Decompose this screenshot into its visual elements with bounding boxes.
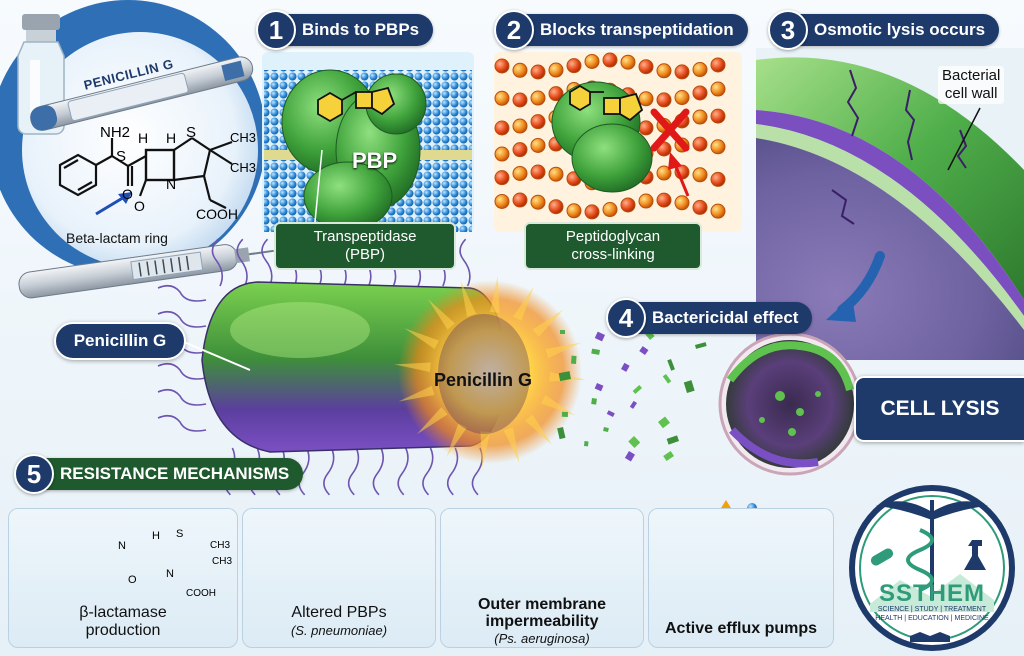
step-4-title: Bactericidal effect bbox=[630, 302, 813, 334]
atom-n: N bbox=[166, 176, 177, 192]
res1-line2: production bbox=[85, 622, 161, 639]
cell-lysis-label: CELL LYSIS bbox=[854, 376, 1024, 442]
penicillin-g-label: Penicillin G bbox=[54, 322, 186, 360]
res1-atom-ch3a: CH3 bbox=[210, 540, 231, 551]
res1-atom-o: O bbox=[128, 574, 137, 586]
pbp-protein-label: PBP bbox=[352, 148, 398, 173]
transpeptidase-label: Transpeptidase (PBP) bbox=[274, 222, 456, 270]
res1-atom-cooh: COOH bbox=[186, 588, 216, 599]
res2-sub: (S. pneumoniae) bbox=[290, 623, 388, 638]
transpeptidase-line1: Transpeptidase bbox=[313, 228, 417, 245]
res2-caption: Altered PBPs (S. pneumoniae) bbox=[242, 604, 436, 640]
transpeptidase-line2: (PBP) bbox=[344, 246, 385, 263]
resistance-card-efflux bbox=[648, 508, 834, 648]
cell-wall-label: Bacterial cell wall bbox=[938, 66, 1005, 104]
step-2-badge: 2 Blocks transpeptidation bbox=[494, 10, 748, 50]
logo-line1: SCIENCE | STUDY | TREATMENT bbox=[877, 606, 987, 613]
peptidoglycan-line1: Peptidoglycan bbox=[565, 228, 661, 245]
step-2-number: 2 bbox=[494, 10, 534, 50]
beta-lactam-ring-label: Beta-lactam ring bbox=[66, 230, 168, 246]
step-3-title: Osmotic lysis occurs bbox=[792, 14, 1000, 46]
atom-h2: H bbox=[166, 130, 177, 146]
resistance-card-altered-pbps bbox=[242, 508, 436, 648]
logo-line2: HEALTH | EDUCATION | MEDICINE bbox=[875, 615, 989, 622]
res1-atom-n: N bbox=[118, 540, 126, 552]
cell-wall-line2: cell wall bbox=[944, 85, 998, 102]
res3-sub: (Ps. aeruginosa) bbox=[494, 631, 590, 646]
atom-ch3b: CH3 bbox=[230, 160, 257, 175]
burst-penicillin-label: Penicillin G bbox=[434, 370, 533, 390]
atom-s1: S bbox=[116, 148, 127, 165]
step-5-number: 5 bbox=[14, 454, 54, 494]
res4-line1: Active efflux pumps bbox=[664, 620, 818, 637]
step-5-badge: 5 RESISTANCE MECHANISMS bbox=[14, 454, 304, 494]
resistance-title: RESISTANCE MECHANISMS bbox=[38, 458, 304, 490]
atom-s2: S bbox=[186, 124, 197, 141]
atom-ch3a: CH3 bbox=[230, 130, 257, 145]
res1-atom-nh: N bbox=[166, 568, 174, 580]
res3-line2: impermeability bbox=[485, 613, 599, 630]
res1-atom-h: H bbox=[152, 530, 160, 542]
step-4-badge: 4 Bactericidal effect bbox=[606, 298, 813, 338]
step-3-number: 3 bbox=[768, 10, 808, 50]
peptidoglycan-line2: cross-linking bbox=[571, 246, 655, 263]
res1-line1: β-lactamase bbox=[79, 604, 167, 621]
atom-h1: H bbox=[138, 130, 149, 146]
logo-art bbox=[849, 485, 1015, 651]
step-4-number: 4 bbox=[606, 298, 646, 338]
resistance-card-beta-lactamase bbox=[8, 508, 238, 648]
step-1-badge: 1 Binds to PBPs bbox=[256, 10, 434, 50]
atom-o2: O bbox=[134, 198, 145, 214]
atom-nh2: NH2 bbox=[100, 124, 131, 141]
res1-atom-s: S bbox=[176, 528, 184, 540]
step-2-title: Blocks transpeptidation bbox=[518, 14, 748, 46]
res2-line1: Altered PBPs bbox=[291, 604, 387, 621]
peptidoglycan-label: Peptidoglycan cross-linking bbox=[524, 222, 702, 270]
cell-wall-line1: Bacterial bbox=[942, 67, 1001, 84]
resistance-card-outer-membrane bbox=[440, 508, 644, 648]
atom-o: O bbox=[122, 186, 133, 202]
res3-caption: Outer membrane impermeability (Ps. aerug… bbox=[440, 596, 644, 647]
res1-atom-ch3b: CH3 bbox=[212, 556, 233, 567]
atom-cooh: COOH bbox=[196, 206, 238, 222]
logo-name: SSTHEM bbox=[878, 580, 985, 607]
step-1-number: 1 bbox=[256, 10, 296, 50]
step-1-title: Binds to PBPs bbox=[280, 14, 434, 46]
res3-line1: Outer membrane bbox=[477, 596, 607, 613]
pointer-line bbox=[184, 341, 251, 371]
res4-caption: Active efflux pumps bbox=[648, 620, 834, 638]
step-3-badge: 3 Osmotic lysis occurs bbox=[768, 10, 1000, 50]
res1-caption: β-lactamase production bbox=[8, 604, 238, 640]
